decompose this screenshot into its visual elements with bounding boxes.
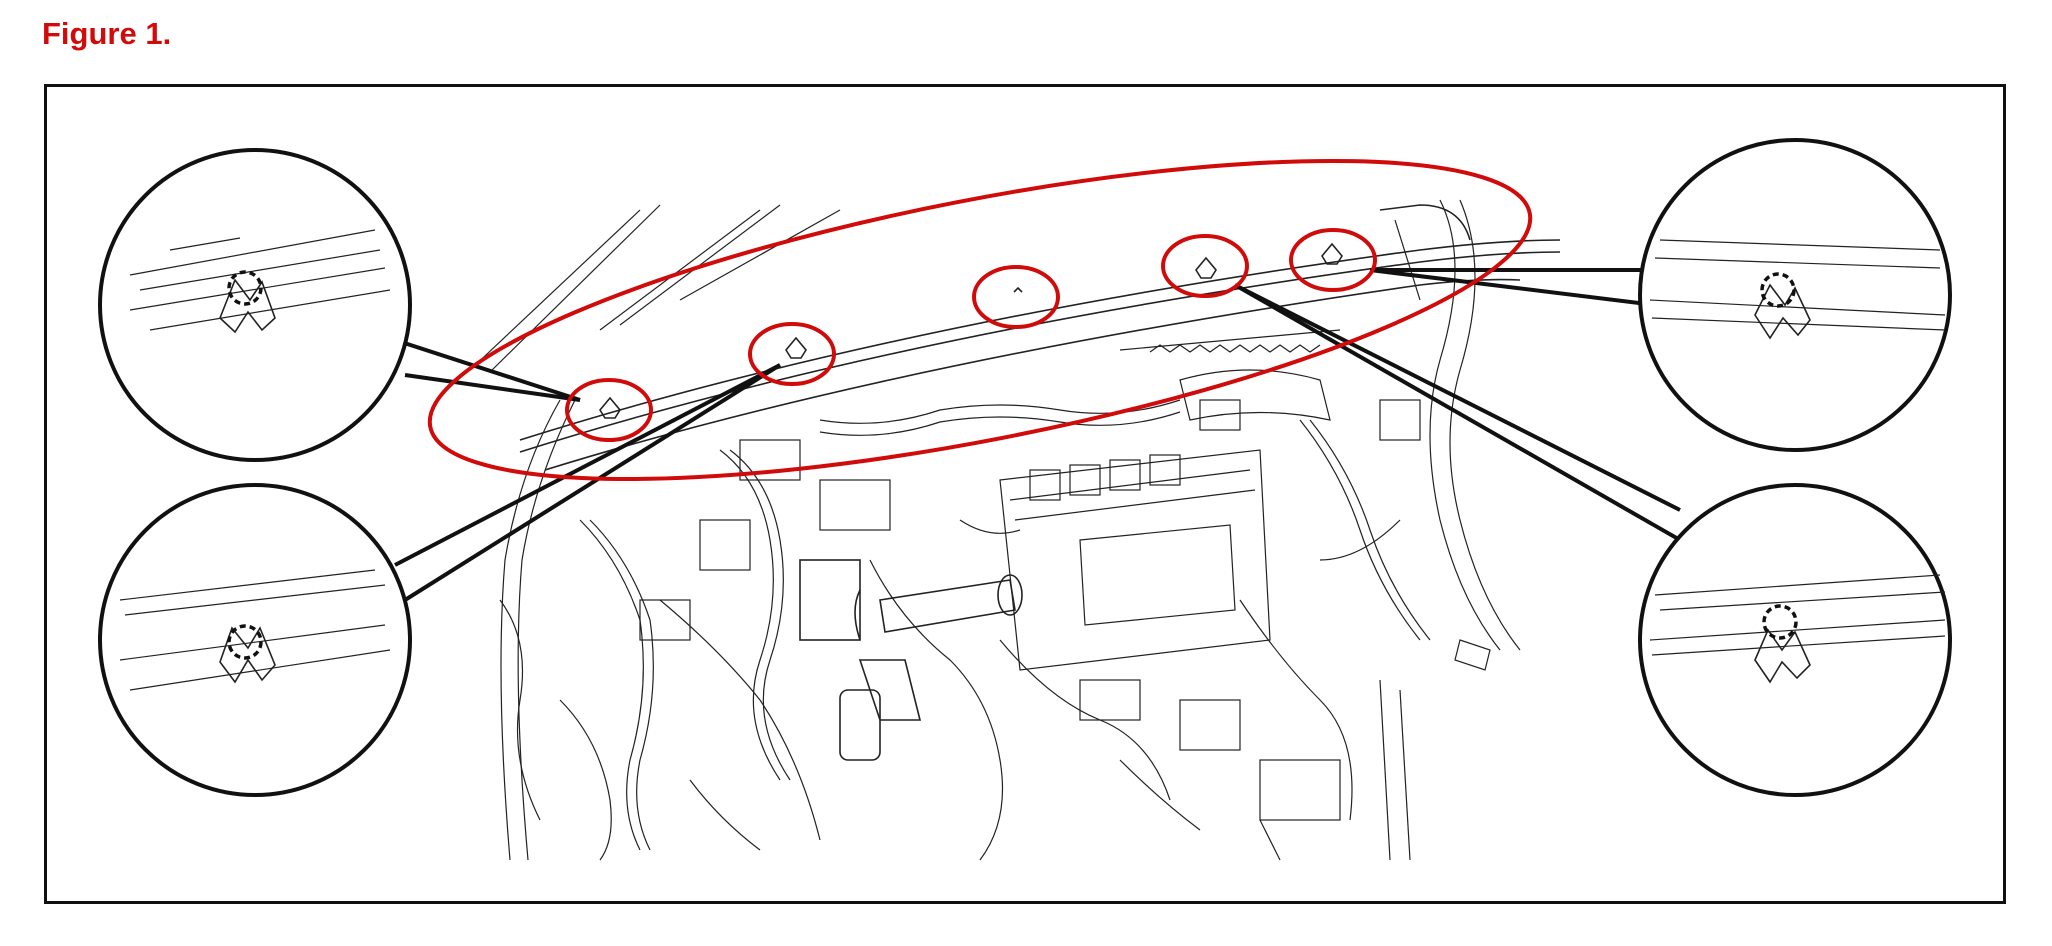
callout-top-left (98, 148, 412, 462)
wiring-harness (559, 399, 1431, 861)
callout-top-right (1638, 138, 1952, 452)
clip-marker-5 (1289, 228, 1377, 292)
clip-marker-3 (972, 265, 1060, 329)
callout-bottom-left (98, 483, 412, 797)
steering-column (799, 559, 1023, 761)
clip-circle-markers (565, 228, 1377, 442)
clip-detail-icon (227, 270, 263, 306)
clip-marker-2 (748, 322, 836, 386)
leader-lines (394, 268, 1681, 602)
clip-detail-icon (1762, 604, 1798, 640)
clip-detail-icon (1760, 272, 1796, 308)
right-pillar (1394, 199, 1521, 651)
clip-marks (599, 242, 1343, 419)
clip-marker-1 (565, 378, 653, 442)
hvac-unit (999, 329, 1341, 671)
windshield-lines (469, 204, 841, 861)
misc-components (499, 399, 1491, 861)
figure-title: Figure 1. (42, 16, 172, 51)
callout-bottom-right (1638, 483, 1952, 797)
highlight-ellipse (427, 158, 1533, 482)
clip-marker-4 (1161, 234, 1249, 298)
clip-detail-icon (227, 624, 263, 660)
